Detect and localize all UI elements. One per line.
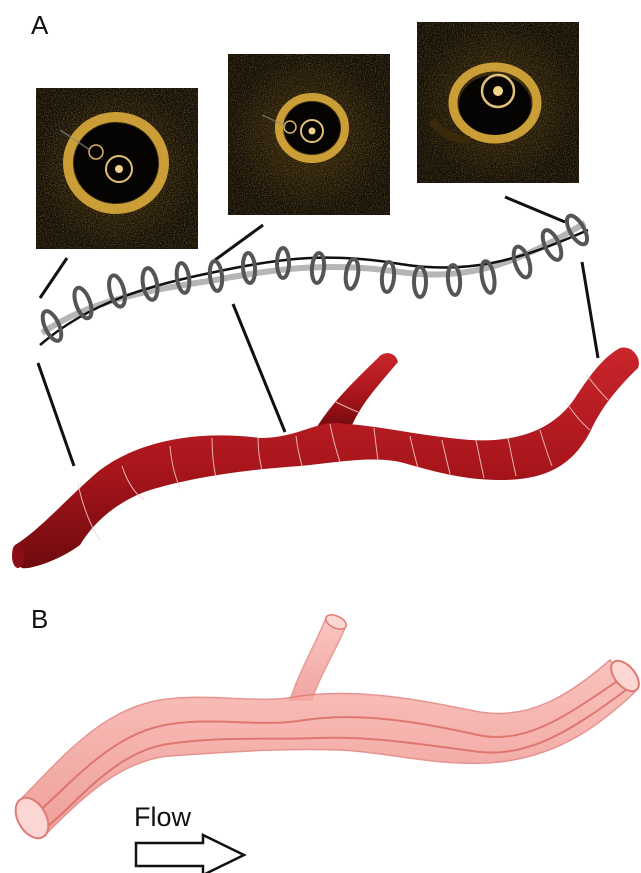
panel-b-label: B	[31, 604, 48, 634]
connector-vessel-mid	[233, 304, 285, 432]
panel-a-label: A	[31, 10, 49, 40]
connector-vessel-right	[582, 262, 598, 358]
flow-label: Flow	[134, 802, 192, 832]
vessel-end-cap-left	[12, 544, 24, 568]
connector-oct1	[40, 258, 67, 298]
oct-image-3	[417, 22, 579, 183]
oct-image-2	[228, 54, 390, 215]
connector-vessel-left	[38, 363, 74, 466]
vessel-transparent-model	[9, 612, 641, 844]
connector-oct3	[505, 197, 565, 222]
vessel-3d-model	[12, 346, 639, 568]
vessel-main	[12, 348, 639, 569]
connector-oct2	[215, 225, 263, 260]
flow-arrow-icon	[136, 835, 244, 873]
vessel-branch	[315, 353, 398, 430]
transparent-branch	[290, 618, 345, 700]
oct-image-1	[36, 88, 198, 249]
